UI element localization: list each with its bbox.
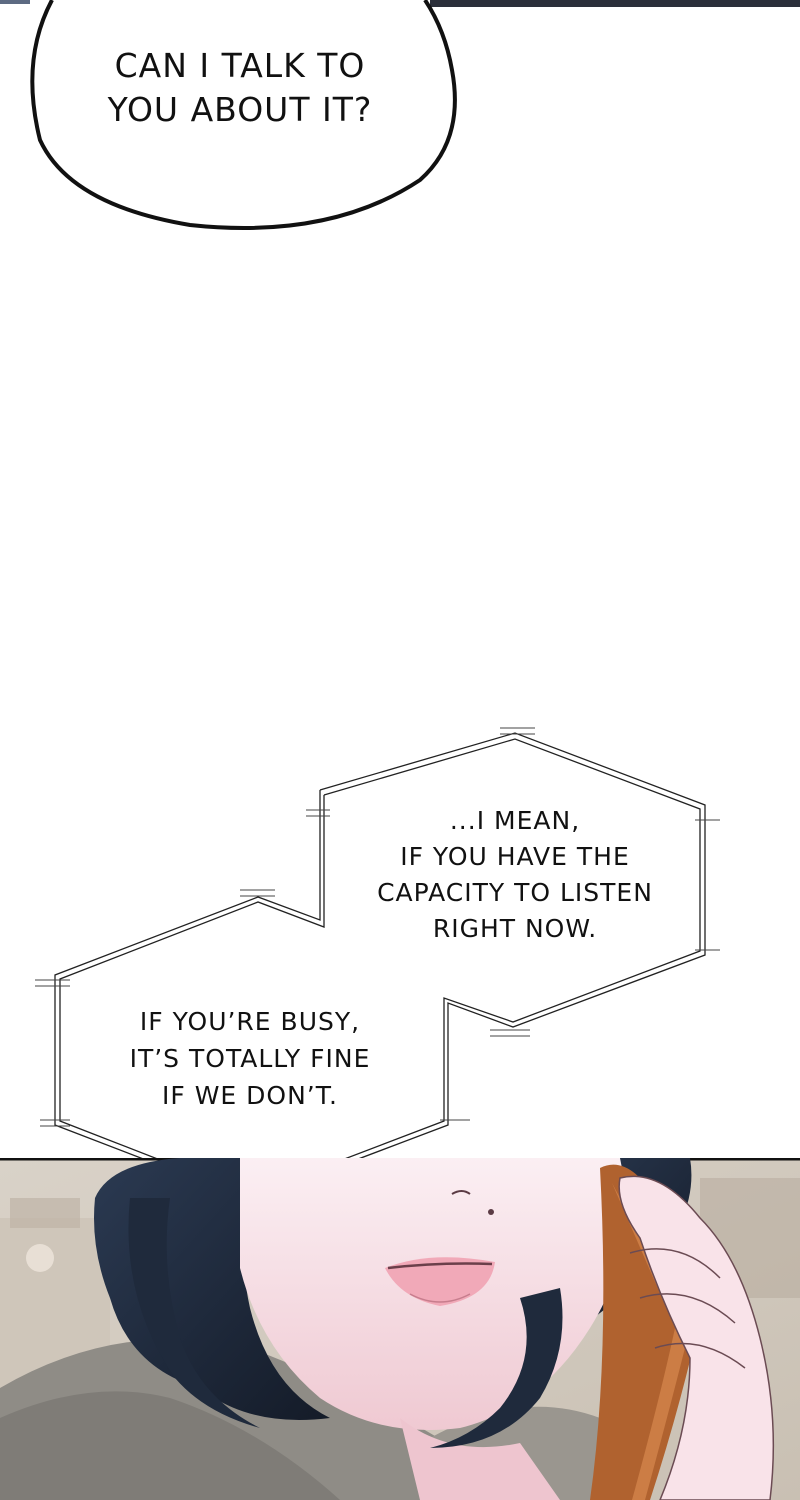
speech-line: YOU ABOUT IT?: [107, 90, 373, 129]
speech-bubble-text: CAN I TALK TO YOU ABOUT IT?: [60, 44, 420, 132]
whisper-line: IF YOU HAVE THE: [400, 842, 630, 871]
whisper-line: IF YOU’RE BUSY,: [139, 1007, 361, 1036]
woman-on-phone-illustration: [0, 1158, 800, 1500]
whisper-line: IF WE DON’T.: [162, 1081, 338, 1110]
whisper-line: RIGHT NOW.: [432, 914, 598, 943]
whisper-line: IT’S TOTALLY FINE: [129, 1044, 371, 1073]
whisper-line: CAPACITY TO LISTEN: [377, 878, 653, 907]
whisper-line: ...I MEAN,: [449, 806, 581, 835]
panel-artwork: [0, 1158, 800, 1500]
speech-line: CAN I TALK TO: [114, 46, 366, 85]
whisper-text-lower: IF YOU’RE BUSY, IT’S TOTALLY FINE IF WE …: [90, 1003, 410, 1114]
whisper-text-upper: ...I MEAN, IF YOU HAVE THE CAPACITY TO L…: [360, 803, 670, 947]
